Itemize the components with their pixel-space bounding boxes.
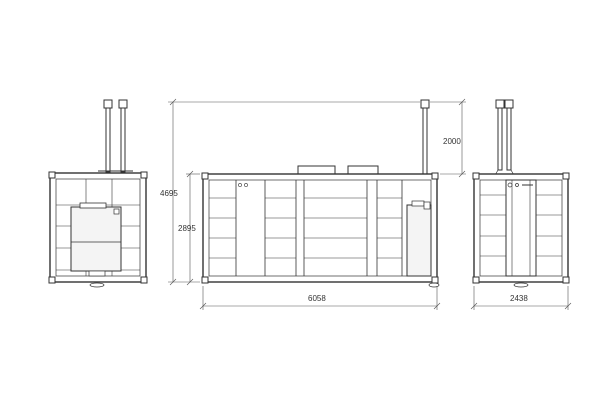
side-roof-hatches	[297, 165, 379, 174]
dim-mast-height-label: 2000	[443, 137, 461, 146]
left-end-view	[48, 99, 148, 288]
left-mast-poles	[98, 99, 133, 173]
side-equipment-tank	[406, 200, 432, 277]
dimension-lines	[168, 98, 572, 310]
dim-frame-height-label: 2895	[178, 224, 196, 233]
dim-total-height-label: 4695	[160, 189, 178, 198]
right-base-foot	[513, 282, 529, 288]
side-view	[201, 99, 440, 288]
dim-width-label: 2438	[510, 294, 528, 303]
side-mast	[420, 99, 430, 175]
left-equipment-tank	[70, 202, 122, 277]
right-door	[505, 179, 537, 277]
side-panels	[209, 180, 403, 276]
right-mast-poles	[493, 99, 516, 178]
side-base-foot	[428, 282, 440, 288]
side-frame	[201, 172, 439, 284]
dim-length-label: 6058	[308, 294, 326, 303]
right-end-view	[472, 99, 570, 288]
left-base-foot	[89, 282, 105, 288]
